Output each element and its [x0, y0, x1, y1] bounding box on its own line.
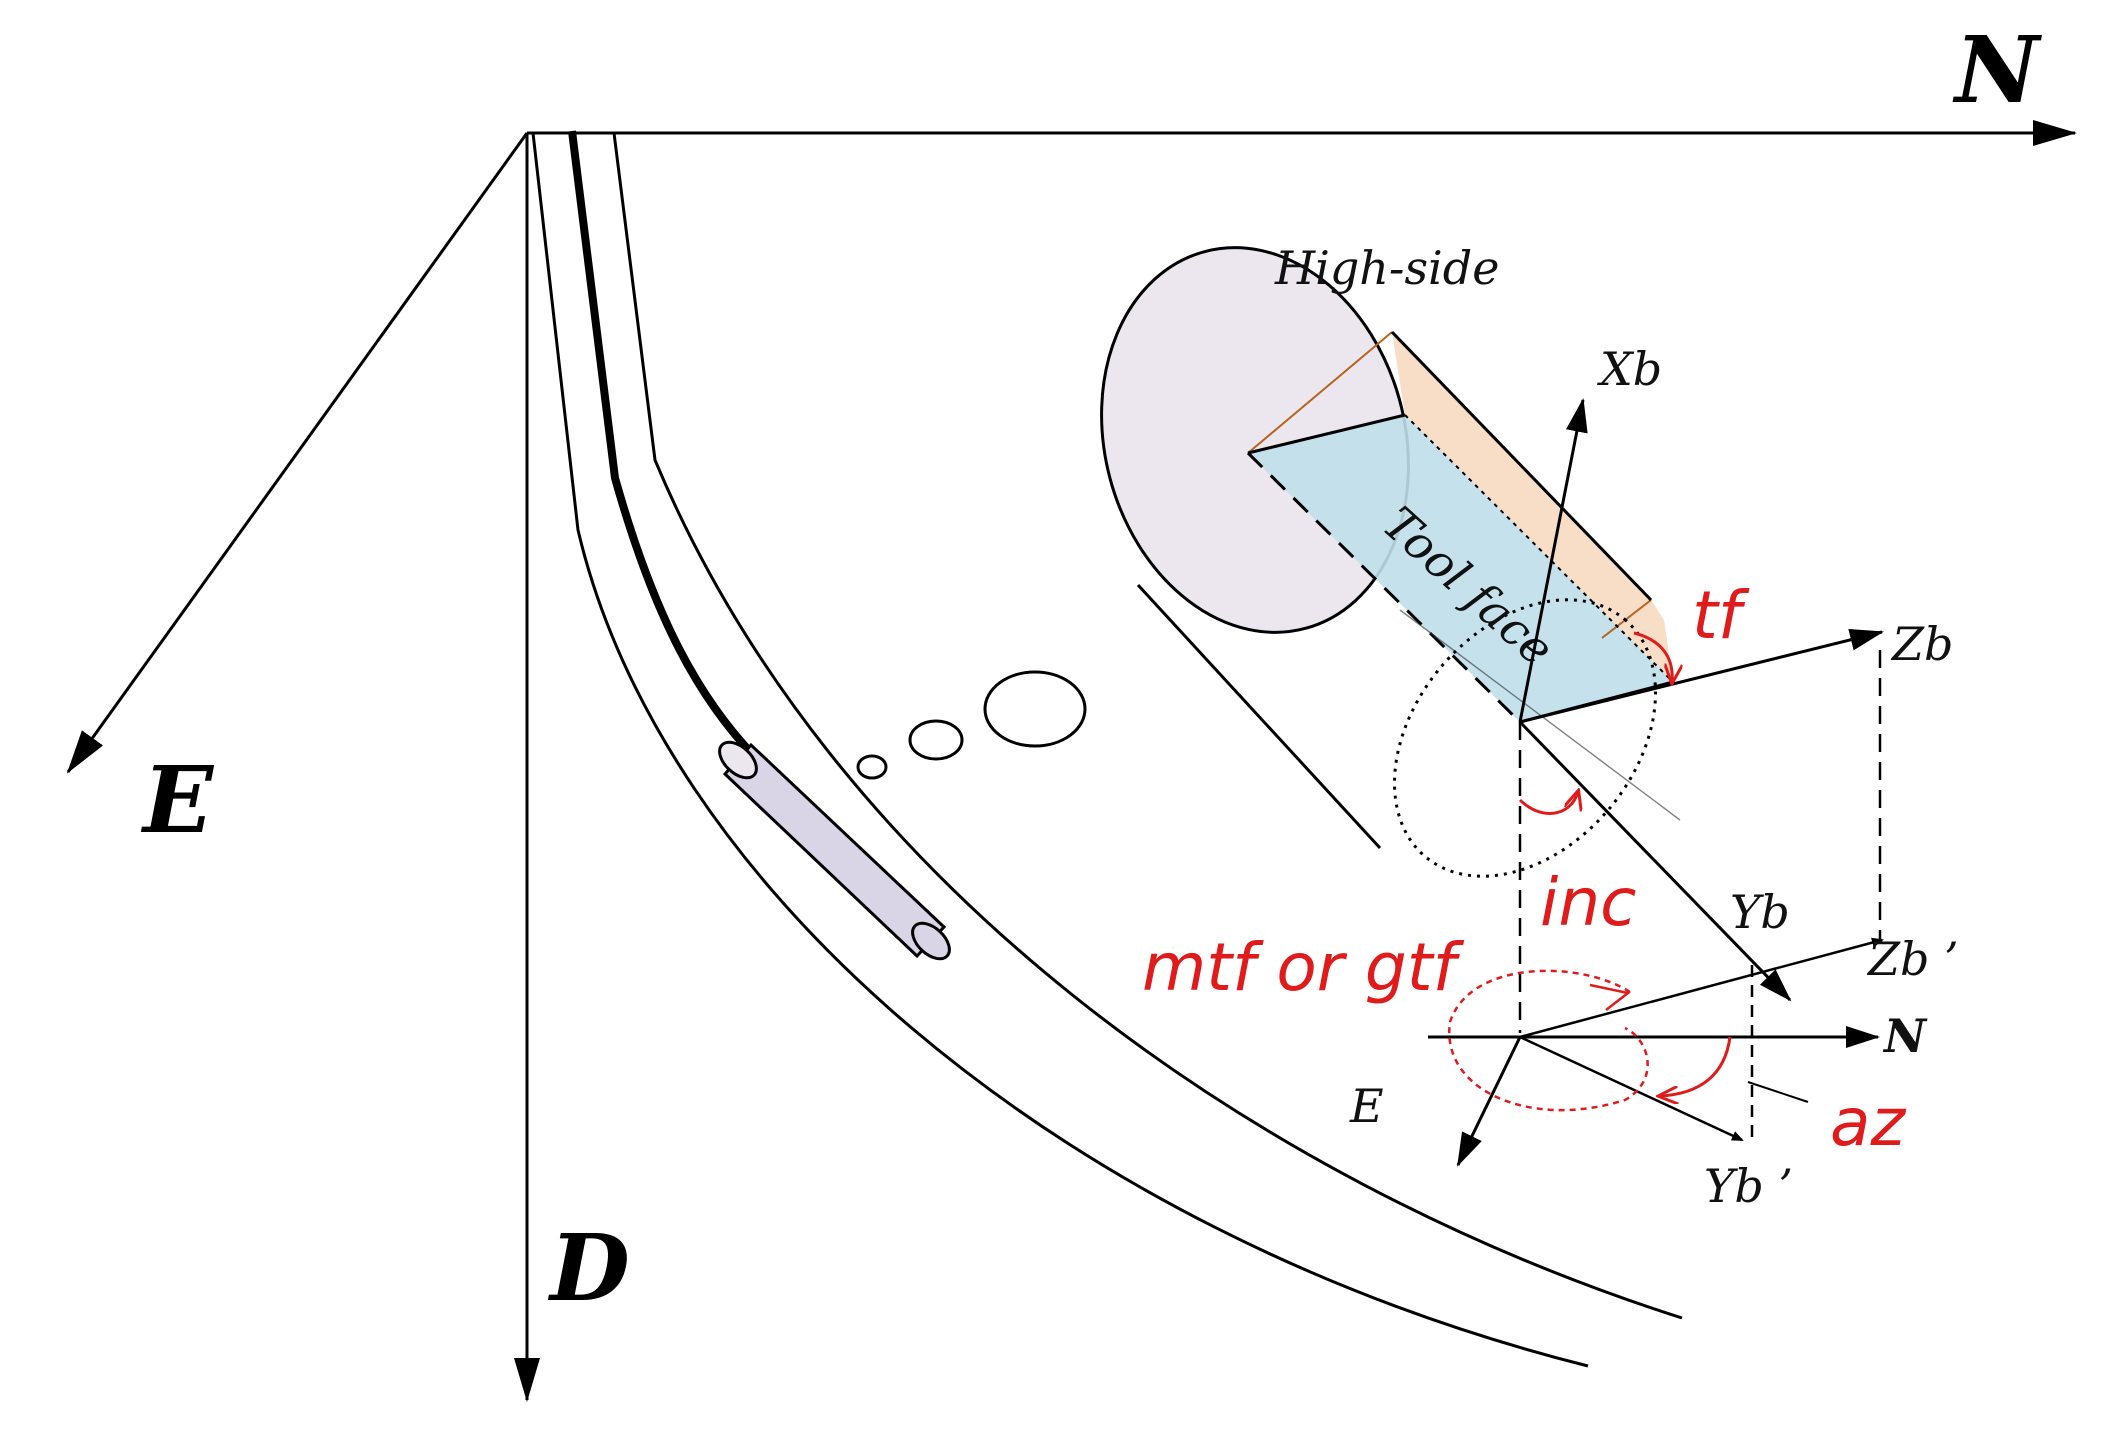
yb-prime-label: Yb ’ — [1704, 1159, 1793, 1213]
body-axes: Xb Zb Yb — [1518, 342, 1953, 1145]
global-axes: N E D — [66, 16, 2077, 1402]
mtf-gtf-angle-arc — [1448, 969, 1649, 1112]
zb-label: Zb — [1890, 617, 1953, 671]
tf-angle-arc — [1633, 631, 1672, 682]
sensor-tube — [718, 740, 951, 961]
az-label: az — [1830, 1084, 1906, 1161]
zb-prime-axis — [1519, 937, 1884, 1039]
toolface-plane — [1248, 415, 1673, 722]
local-east-axis — [1456, 1036, 1522, 1167]
wellbore-wall-inner — [612, 132, 1683, 1320]
cylinder-bottom-end — [1393, 598, 1657, 878]
north-label: N — [1952, 16, 2042, 124]
local-north-label: N — [1882, 1009, 1928, 1063]
drill-string — [568, 130, 759, 761]
inc-label: inc — [1540, 864, 1636, 941]
east-label: E — [140, 746, 215, 854]
tool-cylinder: High-side Tool face — [1100, 241, 1681, 878]
zb-axis — [1519, 629, 1884, 724]
inc-angle-arc — [1518, 792, 1578, 815]
bubble-medium — [908, 719, 964, 761]
local-east-label: E — [1349, 1079, 1384, 1133]
bubble-large — [983, 670, 1087, 748]
yb-axis — [1518, 720, 1792, 1002]
cylinder-side-face — [1392, 332, 1673, 682]
xb-axis — [1518, 398, 1588, 723]
high-side-label: High-side — [1274, 241, 1499, 295]
tf-label: tf — [1692, 577, 1750, 654]
az-leader-line — [1747, 1081, 1809, 1103]
wellbore — [531, 130, 1683, 1368]
cylinder-top-end — [1100, 246, 1410, 634]
xb-label: Xb — [1597, 342, 1662, 396]
east-axis — [66, 132, 529, 774]
wellbore-wall-outer — [531, 132, 1589, 1368]
down-label: D — [547, 1214, 630, 1322]
angle-indicators: tf inc mtf or gtf az — [1142, 577, 1906, 1161]
zoom-bubbles — [856, 670, 1087, 780]
mtf-gtf-label: mtf or gtf — [1142, 929, 1465, 1006]
zb-prime-label: Zb ’ — [1866, 932, 1959, 986]
yb-prime-axis — [1519, 1035, 1744, 1142]
yb-label: Yb — [1730, 885, 1790, 939]
az-angle-arc — [1660, 1036, 1732, 1096]
horizontal-frame: N E Zb ’ Yb ’ — [1349, 932, 1959, 1213]
bubble-small — [856, 754, 888, 780]
